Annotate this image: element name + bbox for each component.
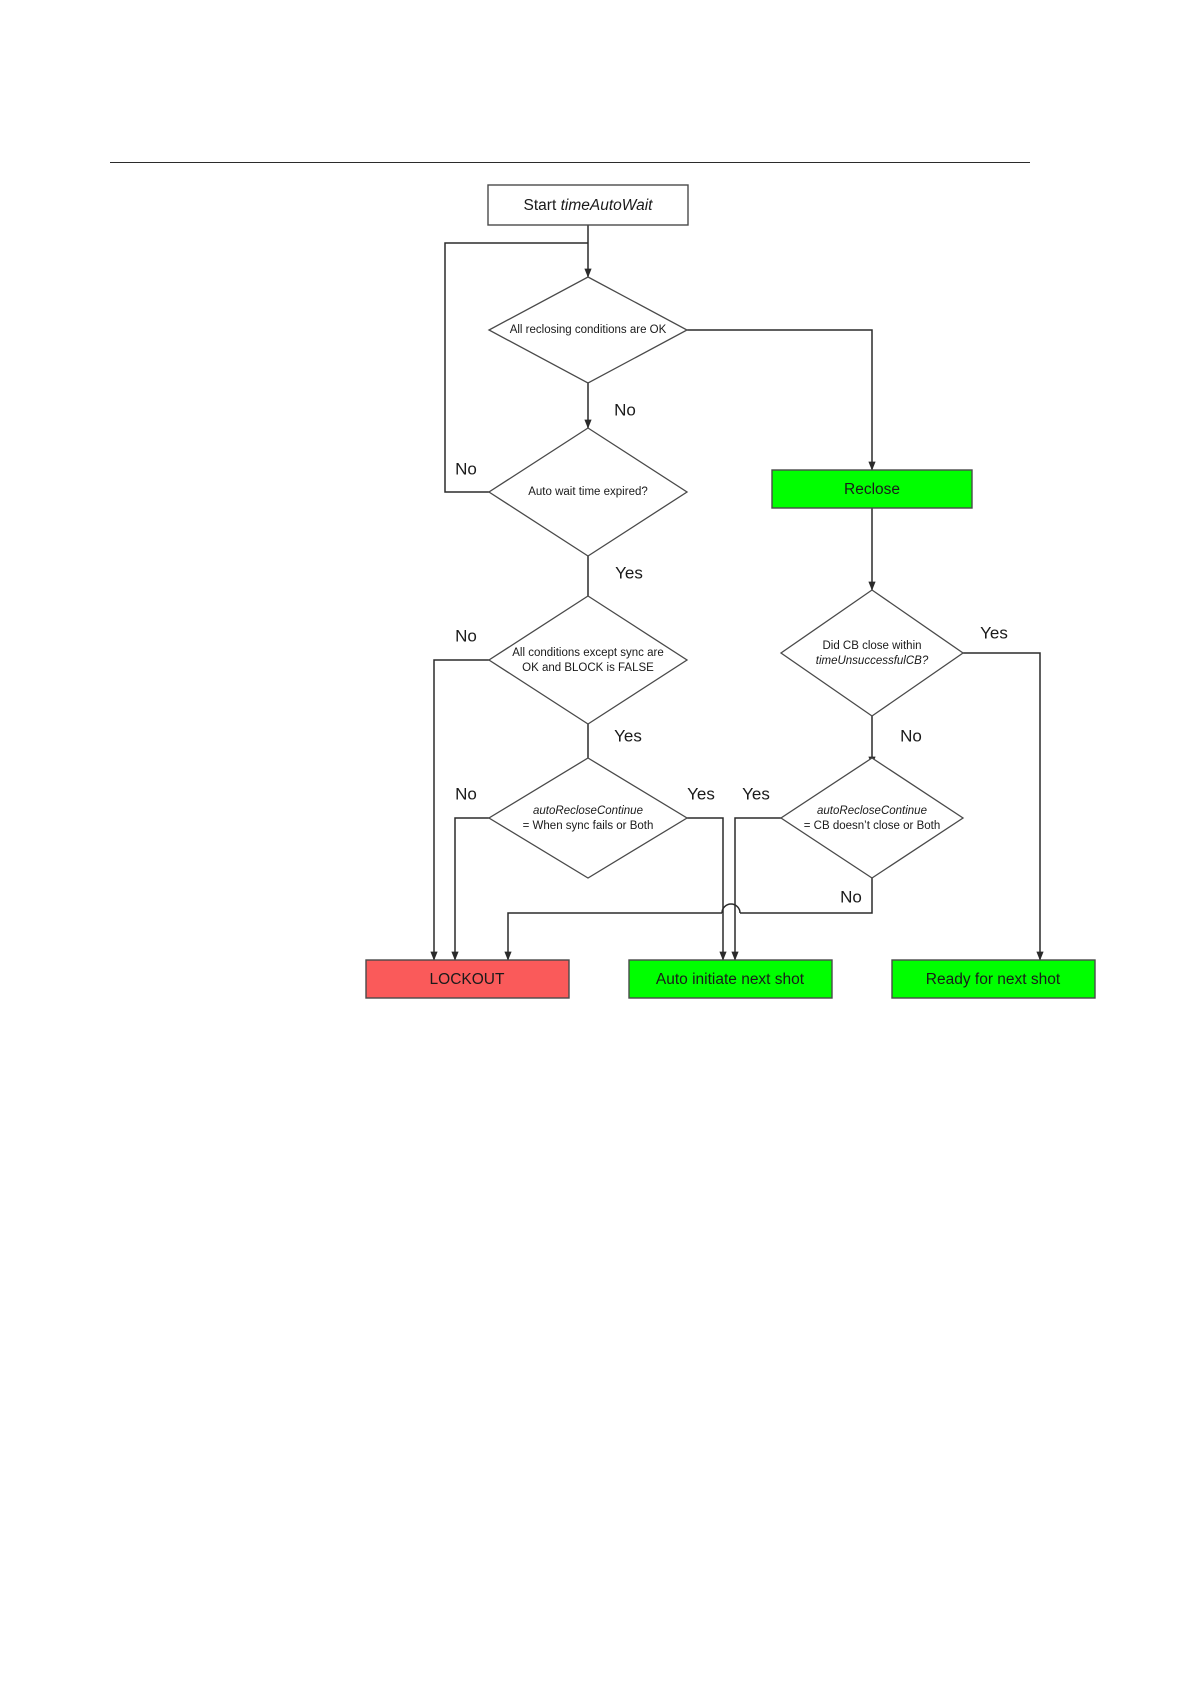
conn-d5-yes-to-ready bbox=[963, 652, 1044, 961]
decision-4-line1: autoRecloseContinue bbox=[533, 805, 643, 817]
node-lockout-box[interactable] bbox=[365, 959, 570, 999]
decision-auto-wait-time-expired[interactable] bbox=[487, 427, 689, 557]
node-ready-next-box[interactable] bbox=[891, 959, 1096, 999]
node-auto-initiate-box[interactable] bbox=[628, 959, 833, 999]
conn-d4-no-to-lockout bbox=[451, 817, 490, 961]
decision-3-line2: OK and BLOCK is FALSE bbox=[522, 662, 654, 674]
decision-3-line1: All conditions except sync are bbox=[512, 647, 664, 659]
branch-label-d6-yes: Yes bbox=[742, 784, 770, 803]
conn-d1-yes-to-reclose bbox=[687, 329, 876, 471]
decision-autorecloseconinue-cb-doesnt-close[interactable] bbox=[779, 757, 965, 879]
decision-autorecloseconinue-sync-fails[interactable] bbox=[487, 757, 689, 879]
decision-4-line2: = When sync fails or Both bbox=[523, 820, 654, 832]
node-auto-initiate-label: Auto initiate next shot bbox=[656, 971, 805, 988]
decision-all-reclosing-conditions-ok[interactable] bbox=[487, 276, 689, 384]
decision-6-line1: autoRecloseContinue bbox=[817, 805, 927, 817]
decision-all-conditions-except-sync[interactable] bbox=[487, 595, 689, 725]
branch-label-d2-yes: Yes bbox=[615, 563, 643, 582]
branch-label-d3-no: No bbox=[455, 626, 477, 645]
node-start-box[interactable] bbox=[487, 184, 689, 226]
conn-d2-no-loopback bbox=[444, 242, 588, 493]
node-reclose-label: Reclose bbox=[844, 481, 900, 498]
decision-6-line2: = CB doesn’t close or Both bbox=[804, 820, 940, 832]
conn-d6-no-seg1 bbox=[740, 871, 873, 914]
conn-d4-yes-to-auto-initiate bbox=[687, 817, 727, 961]
branch-label-d5-yes: Yes bbox=[980, 623, 1008, 642]
branch-label-d2-no: No bbox=[455, 459, 477, 478]
node-ready-next-label: Ready for next shot bbox=[926, 971, 1061, 988]
conn-line-hop bbox=[721, 903, 741, 914]
branch-label-d6-no: No bbox=[840, 887, 862, 906]
branch-label-d4-no: No bbox=[455, 784, 477, 803]
branch-label-d1-no: No bbox=[614, 400, 636, 419]
conn-d6-yes-to-auto-initiate bbox=[731, 817, 781, 961]
decision-did-cb-close-within-time[interactable] bbox=[779, 589, 965, 717]
conn-d6-no-seg2-to-lockout bbox=[504, 912, 722, 961]
node-start-label: Start timeAutoWait bbox=[524, 197, 654, 214]
decision-1-label: All reclosing conditions are OK bbox=[510, 324, 667, 336]
branch-label-d4-yes: Yes bbox=[687, 784, 715, 803]
node-lockout-label: LOCKOUT bbox=[430, 971, 505, 988]
branch-label-d5-no: No bbox=[900, 726, 922, 745]
branch-label-d3-yes: Yes bbox=[614, 726, 642, 745]
decision-5-line2: timeUnsuccessfulCB? bbox=[816, 655, 929, 667]
node-reclose-box[interactable] bbox=[771, 469, 973, 509]
conn-d3-no-to-lockout bbox=[430, 659, 490, 961]
decision-5-line1: Did CB close within bbox=[822, 640, 921, 652]
decision-2-label: Auto wait time expired? bbox=[528, 486, 648, 498]
header-divider-rule bbox=[110, 162, 1030, 163]
